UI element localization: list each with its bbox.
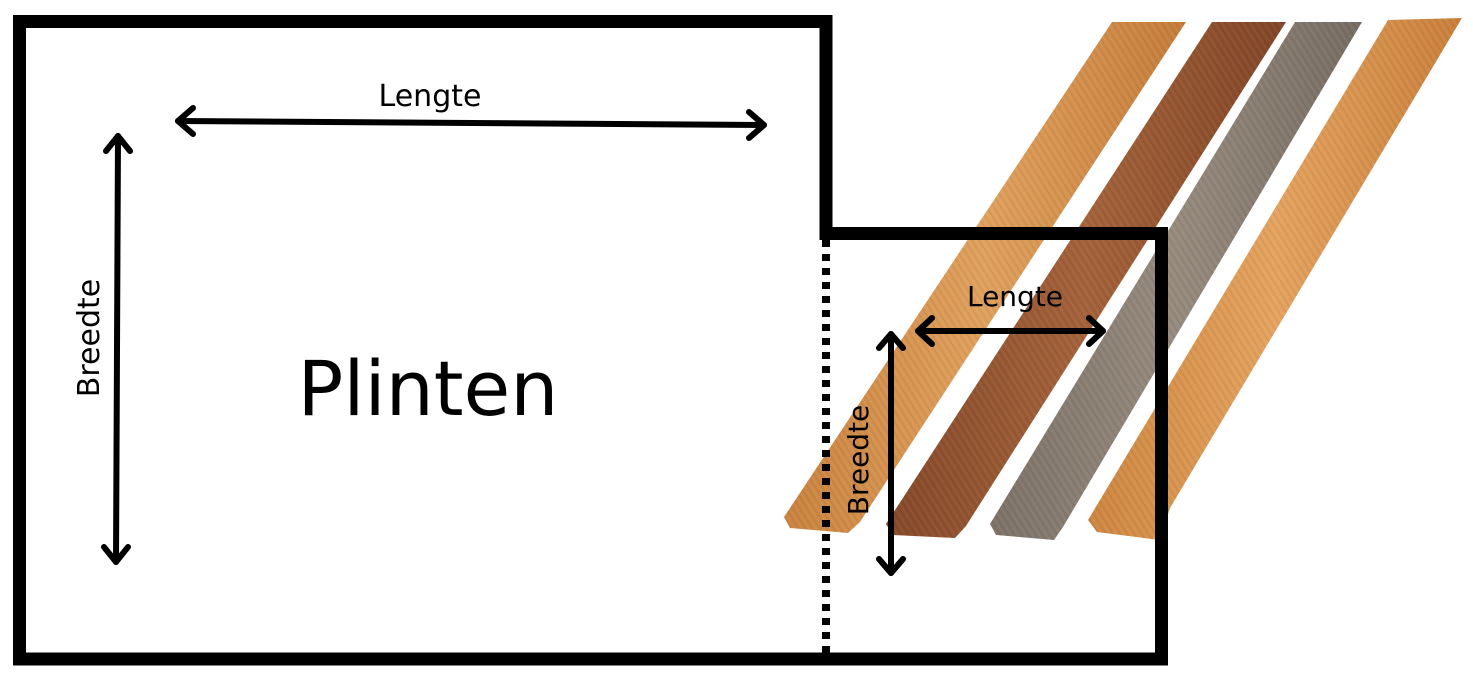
main-length-arrow (175, 105, 767, 141)
side-length-arrow (915, 315, 1106, 347)
main-room-wall (13, 15, 1168, 666)
strip-walnut (886, 22, 1286, 538)
main-width-arrow (101, 133, 133, 565)
side-width-label: Breedte (842, 405, 875, 516)
skirting-boards-image (784, 18, 1462, 540)
side-width-arrow (876, 331, 906, 576)
strip-natural-oak (1088, 18, 1462, 540)
room-outline (13, 15, 1168, 666)
main-length-label: Lengte (379, 79, 482, 114)
strip-light-oak (784, 22, 1186, 533)
main-width-label: Breedte (72, 279, 107, 397)
diagram-title: Plinten (298, 344, 559, 433)
strip-grey-oak (990, 22, 1362, 540)
side-length-label: Lengte (967, 280, 1063, 313)
